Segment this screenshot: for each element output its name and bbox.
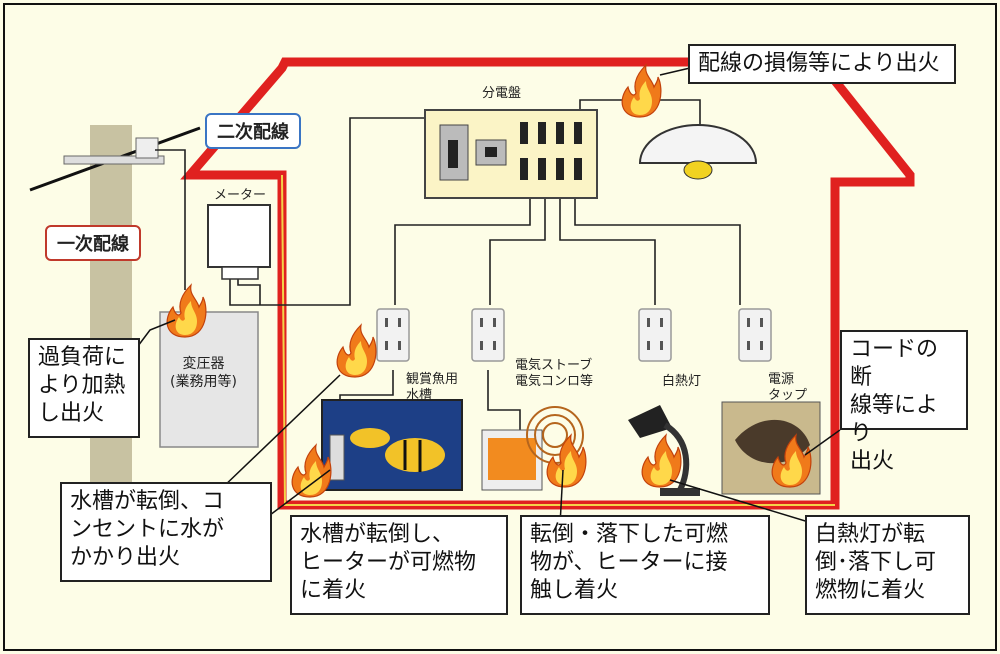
flame-icon [546, 434, 587, 488]
label-meter: メーター [214, 188, 267, 203]
branch-breakers [520, 122, 582, 180]
outlet-icon [376, 308, 410, 362]
outlet-icon [471, 308, 505, 362]
callout-tank-heater: 水槽が転倒し、 ヒーターが可燃物 に着火 [290, 515, 508, 615]
callout-overload: 過負荷に より加熱 し出火 [28, 338, 140, 438]
tag-primary-wiring: 一次配線 [45, 225, 141, 261]
house-inner-edge [281, 174, 835, 506]
label-power-tap: 電源 タップ [768, 372, 808, 403]
flame-icon [336, 324, 377, 378]
lamp-icon [638, 124, 758, 180]
callout-lamp-fall: 白熱灯が転 倒･落下し可 燃物に着火 [805, 515, 970, 615]
label-transformer: 変圧器 (業務用等) [170, 356, 237, 390]
callout-wiring-damage: 配線の損傷等により出火 [688, 44, 956, 84]
outlet-icon [638, 308, 672, 362]
label-lamp: 白熱灯 [662, 374, 702, 389]
label-stove: 電気ストーブ 電気コンロ等 [515, 358, 594, 389]
callout-fall-heater: 転倒・落下した可燃 物が、ヒーターに接 触し着火 [520, 515, 770, 615]
flame-icon [641, 434, 682, 488]
callout-cord-break: コードの断 線等により 出火 [840, 330, 968, 474]
flame-icon [166, 284, 207, 338]
outlet-icon [738, 308, 772, 362]
frame-border [3, 3, 997, 651]
main-breaker [439, 124, 469, 181]
pole-insulator [135, 137, 159, 159]
pole-crossarm [63, 155, 165, 165]
label-distribution-panel: 分電盤 [482, 86, 522, 101]
label-aquarium: 観賞魚用 水槽 [406, 372, 459, 403]
electric-meter [207, 204, 271, 268]
callout-tank-outlet: 水槽が転倒、コ ンセントに水が かかり出火 [60, 482, 272, 582]
tag-secondary-wiring: 二次配線 [205, 113, 301, 149]
fish-tank-icon [321, 399, 463, 491]
flame-icon [621, 64, 662, 118]
utility-pole [90, 125, 132, 495]
